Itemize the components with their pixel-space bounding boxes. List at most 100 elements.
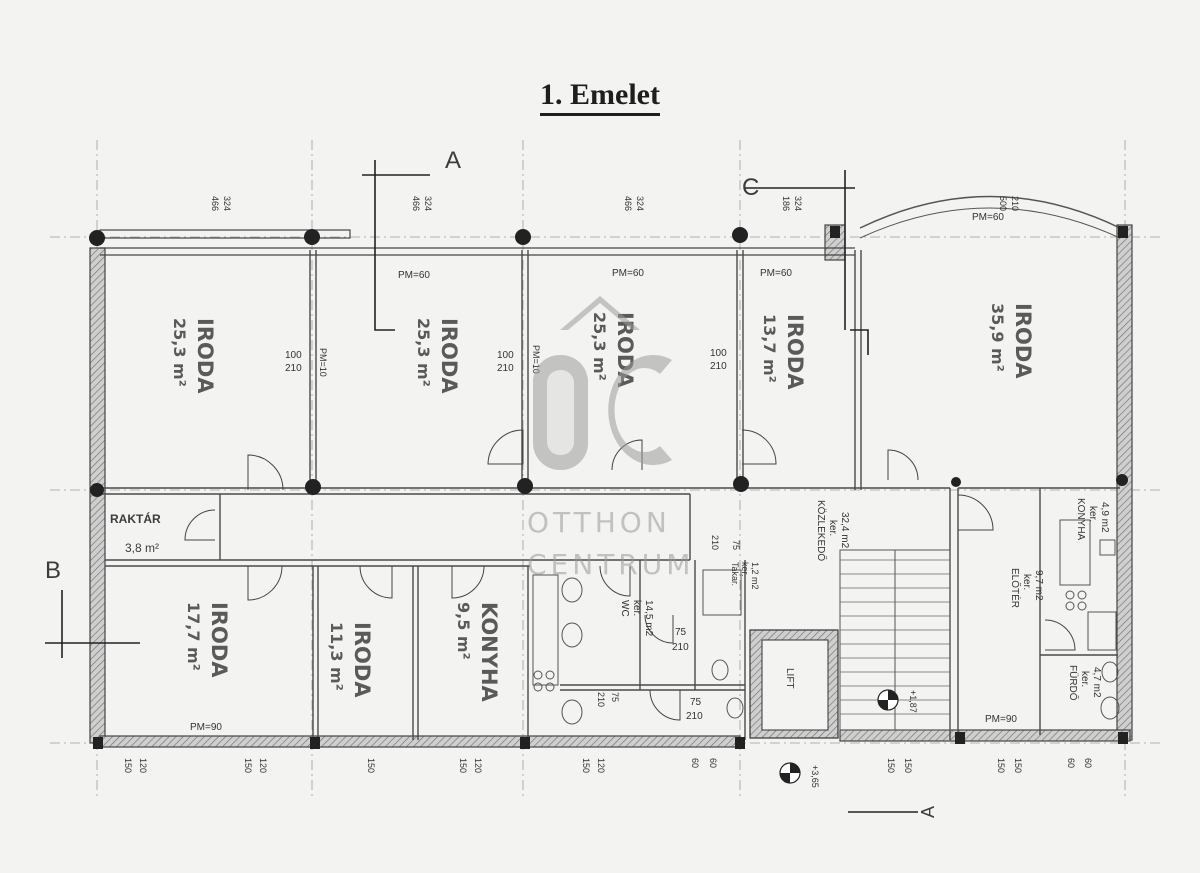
- room-5: IRODA 35,9 m²: [988, 303, 1035, 379]
- bottom-dimension-label: 120: [473, 758, 483, 773]
- pm-label-6: PM=90: [985, 714, 1017, 725]
- level-label-187: +1,87: [908, 690, 918, 713]
- bottom-dimension-label: 150: [1013, 758, 1023, 773]
- room-8-name: KONYHA: [477, 602, 501, 703]
- top-dimension-label: 210: [1010, 196, 1020, 211]
- bottom-dimension-label: 150: [903, 758, 913, 773]
- room-4: IRODA 13,7 m²: [760, 314, 807, 390]
- door-d75-3: 75: [690, 697, 702, 708]
- level-label-365: +3,65: [810, 765, 820, 788]
- pm-label-1: PM=60: [398, 270, 430, 281]
- eloter-label: ELŐTÉR ker. 9,7 m2: [1009, 568, 1044, 608]
- konyha2-area: 4,9 m2: [1099, 502, 1110, 533]
- door-d75-1: 75: [731, 540, 741, 550]
- furdo-area: 4,7 m2: [1091, 667, 1102, 698]
- pm-label-7: PM=10: [318, 348, 328, 377]
- door-height-1: 210: [285, 363, 302, 374]
- sanitary-fixtures: [532, 519, 1120, 725]
- bottom-dimension-label: 150: [458, 758, 468, 773]
- watermark-line1: OTTHON: [527, 506, 671, 539]
- pm-label-2: PM=60: [612, 268, 644, 279]
- columns: [89, 226, 1128, 749]
- bottom-dimension-label: 120: [596, 758, 606, 773]
- watermark-line2: CENTRUM: [527, 548, 694, 581]
- door-d210-4: 210: [596, 692, 606, 707]
- kozlekedo-ker: ker.: [827, 520, 838, 536]
- konyha2-label: KONYHA ker. 4,9 m2: [1075, 498, 1110, 541]
- wc-area: 14,5 m2: [643, 600, 654, 637]
- room-1-area: 25,3 m²: [170, 318, 189, 387]
- takar-name: Takar.: [730, 562, 740, 586]
- room-4-area: 13,7 m²: [760, 314, 779, 383]
- lift-label: LIFT: [784, 668, 795, 689]
- exterior-walls: [89, 224, 1133, 748]
- eloter-name: ELŐTÉR: [1009, 568, 1023, 608]
- top-dimension-label: 324: [423, 196, 433, 211]
- bottom-dimension-label: 150: [886, 758, 896, 773]
- room-3-area: 25,3 m²: [590, 312, 609, 381]
- eloter-ker: ker.: [1021, 574, 1032, 590]
- raktar-area: 3,8 m²: [125, 541, 159, 555]
- door-d210-2: 210: [672, 642, 689, 653]
- furdo-name: FÜRDŐ: [1067, 665, 1081, 701]
- bottom-dimension-label: 150: [581, 758, 591, 773]
- stair-steps: [840, 559, 950, 715]
- section-mark-a-bottom: A: [918, 806, 938, 818]
- furdo-ker: ker.: [1079, 671, 1090, 687]
- room-7-area: 11,3 m²: [327, 622, 346, 691]
- bottom-dimension-label: 150: [243, 758, 253, 773]
- interior-walls: [100, 250, 1120, 740]
- bottom-dimension-label: 60: [690, 758, 700, 768]
- room-4-name: IRODA: [783, 314, 807, 390]
- top-dimension-label: 500: [998, 196, 1008, 211]
- room-2-area: 25,3 m²: [414, 318, 433, 387]
- watermark-logo: [533, 296, 672, 470]
- level-markers: [779, 689, 899, 784]
- room-6-area: 17,7 m²: [184, 602, 203, 671]
- kozlekedo-name: KÖZLEKEDŐ: [815, 500, 829, 561]
- curved-bay-wall: [859, 195, 1121, 229]
- bottom-dimension-label: 60: [1083, 758, 1093, 768]
- room-7-name: IRODA: [350, 622, 374, 698]
- room-1: IRODA 25,3 m²: [170, 318, 217, 394]
- pm-label-8: PM=10: [531, 345, 541, 374]
- top-dimension-label: 324: [635, 196, 645, 211]
- kozlekedo-area: 32,4 m2: [839, 512, 850, 549]
- room-1-name: IRODA: [193, 318, 217, 394]
- plan-title: 1. Emelet: [0, 78, 1200, 116]
- eloter-area: 9,7 m2: [1033, 570, 1044, 601]
- pm-label-4: PM=60: [972, 212, 1004, 223]
- room-6: IRODA 17,7 m²: [184, 602, 231, 678]
- section-mark-c: C: [742, 174, 759, 201]
- takar-label: Takar. ker. 1,2 m2: [730, 562, 760, 590]
- bottom-dimension-label: 60: [708, 758, 718, 768]
- top-dimension-label: 466: [210, 196, 220, 211]
- takar-area: 1,2 m2: [750, 562, 760, 590]
- door-d210-1: 210: [710, 535, 720, 550]
- bottom-dimension-label: 120: [138, 758, 148, 773]
- top-dimension-label: 466: [411, 196, 421, 211]
- section-lines: [45, 160, 918, 813]
- room-7: IRODA 11,3 m²: [327, 622, 374, 698]
- room-2-name: IRODA: [437, 318, 461, 394]
- door-d75-2: 75: [675, 627, 687, 638]
- raktar-name: RAKTÁR: [110, 511, 161, 526]
- kozlekedo-label: KÖZLEKEDŐ ker. 32,4 m2: [815, 500, 850, 561]
- wc-label: WC ker. 14,5 m2: [619, 600, 654, 637]
- section-mark-b: B: [45, 557, 61, 584]
- wc-ker: ker.: [631, 600, 642, 616]
- bottom-dimension-label: 150: [996, 758, 1006, 773]
- top-dimension-label: 324: [222, 196, 232, 211]
- pm-label-5: PM=90: [190, 722, 222, 733]
- konyha2-ker: ker.: [1087, 506, 1098, 522]
- bottom-dimension-label: 150: [366, 758, 376, 773]
- door-width-1: 100: [285, 350, 302, 361]
- door-height-2: 210: [497, 363, 514, 374]
- section-mark-a-top: A: [445, 147, 461, 174]
- top-dimension-label: 466: [623, 196, 633, 211]
- konyha2-name: KONYHA: [1075, 498, 1086, 541]
- door-width-3: 100: [710, 348, 727, 359]
- room-8: KONYHA 9,5 m²: [454, 602, 501, 703]
